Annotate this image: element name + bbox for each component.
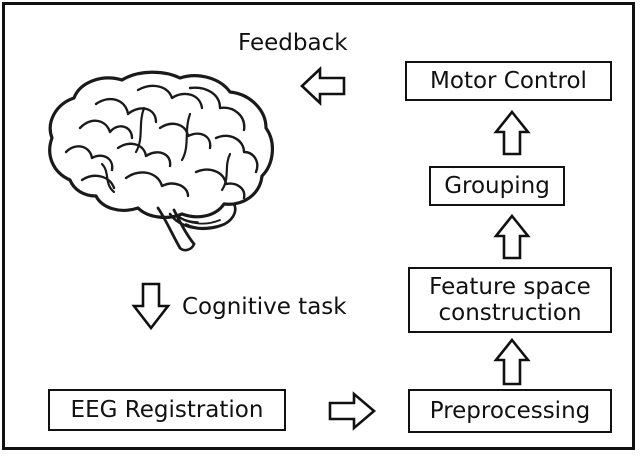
arrow-left-icon [300, 65, 346, 107]
arrow-down-icon [131, 282, 171, 331]
motor-control-label: Motor Control [430, 67, 587, 94]
feedback-label: Feedback [238, 30, 348, 56]
feature-space-construction-box: Feature space construction [408, 267, 612, 333]
feature-space-label-line2: construction [438, 300, 582, 326]
feature-space-label-line1: Feature space [429, 273, 591, 300]
grouping-box: Grouping [429, 166, 565, 206]
eeg-registration-box: EEG Registration [48, 389, 286, 431]
cognitive-task-label: Cognitive task [182, 294, 347, 320]
brain-icon [48, 70, 274, 252]
arrow-right-icon [328, 391, 377, 431]
motor-control-box: Motor Control [405, 61, 612, 101]
arrow-up-icon [493, 109, 531, 156]
arrow-up-icon [493, 213, 531, 260]
arrow-up-icon [493, 337, 531, 386]
preprocessing-label: Preprocessing [429, 397, 591, 424]
eeg-registration-label: EEG Registration [70, 396, 264, 423]
preprocessing-box: Preprocessing [408, 389, 612, 433]
grouping-label: Grouping [444, 172, 550, 199]
